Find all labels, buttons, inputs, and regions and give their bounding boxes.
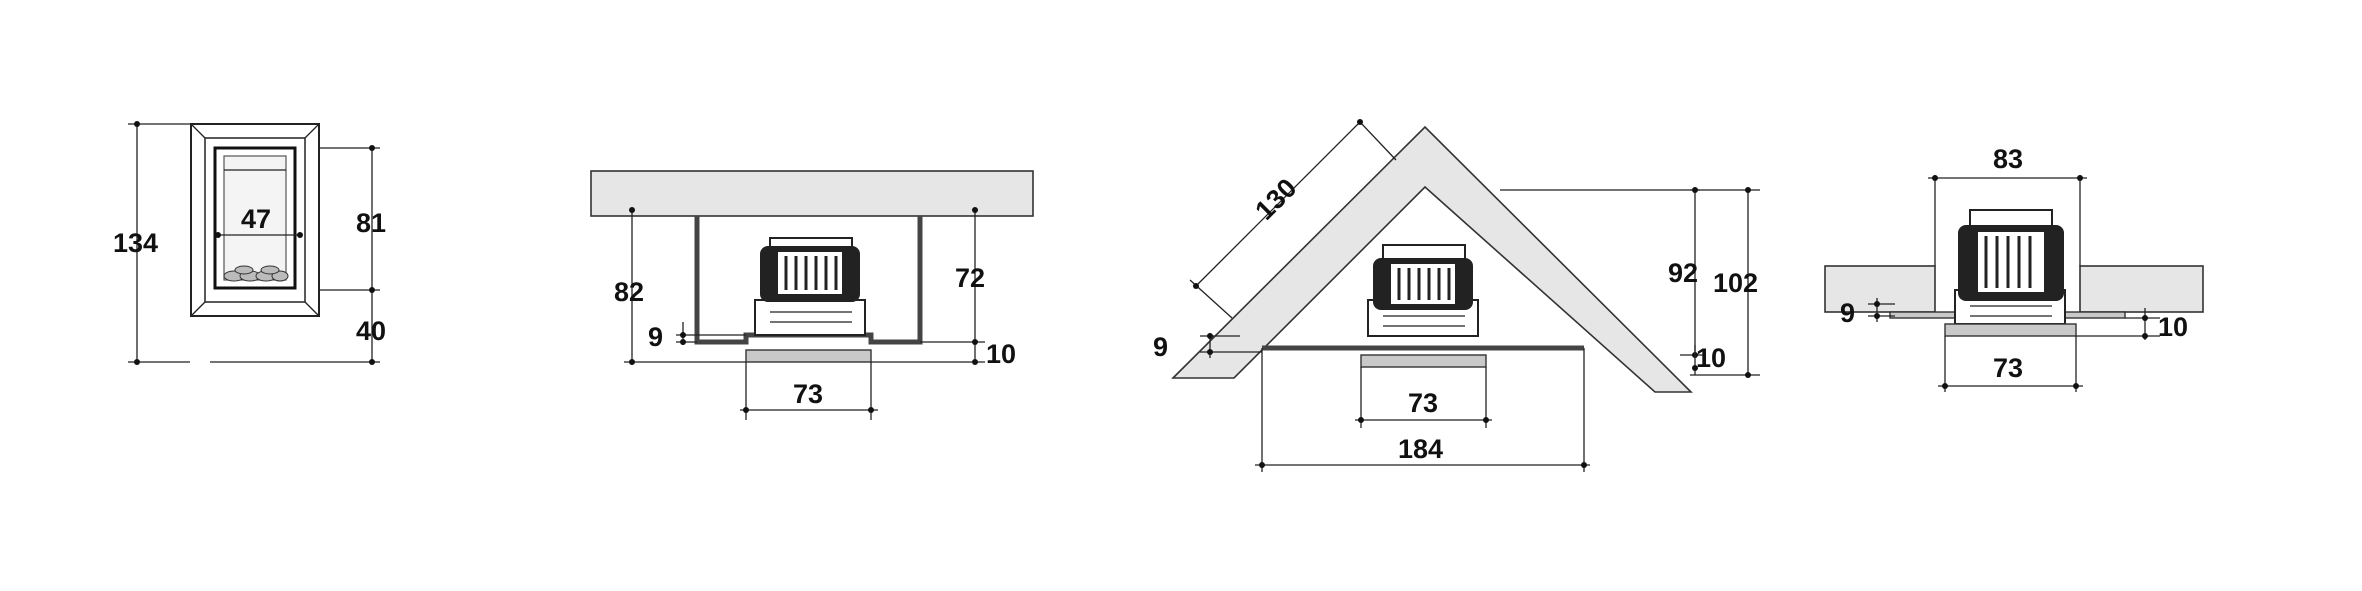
- wall-beam: [590, 170, 1034, 217]
- wall-label-10: 10: [986, 339, 1016, 369]
- flush-label-10: 10: [2158, 312, 2188, 342]
- front-bevel: [190, 123, 206, 139]
- corner-label-184: 184: [1398, 434, 1443, 464]
- corner-label-130: 130: [1249, 173, 1302, 226]
- front-label-81: 81: [356, 208, 386, 238]
- wall-plate: [745, 349, 872, 363]
- corner-label-9: 9: [1153, 332, 1168, 362]
- flush-plate-right: [2064, 311, 2126, 319]
- front-view: 134 47 81 40: [113, 121, 386, 365]
- flush-wall-right: [2079, 265, 2204, 313]
- wall-label-72: 72: [955, 263, 985, 293]
- corner-wall: [1171, 125, 1693, 393]
- flush-label-9: 9: [1840, 298, 1855, 328]
- front-logs: [223, 265, 289, 282]
- wall-label-82: 82: [614, 277, 644, 307]
- flush-view: 83 9 10 73: [1824, 144, 2204, 392]
- corner-label-102: 102: [1713, 268, 1758, 298]
- flush-stove: [1954, 209, 2066, 325]
- flush-label-83: 83: [1993, 144, 2023, 174]
- corner-label-73: 73: [1408, 388, 1438, 418]
- flush-main-plate: [1944, 323, 2077, 337]
- wall-label-9: 9: [648, 322, 663, 352]
- corner-stove: [1367, 244, 1479, 337]
- front-label-134: 134: [113, 228, 158, 258]
- front-label-47: 47: [241, 204, 271, 234]
- corner-label-92: 92: [1668, 258, 1698, 288]
- wall-view: 82 72 9 10 73: [590, 170, 1034, 420]
- front-label-40: 40: [356, 316, 386, 346]
- corner-label-10: 10: [1696, 343, 1726, 373]
- wall-label-73: 73: [793, 379, 823, 409]
- corner-view: 130 92 102 9 10 73 184: [1153, 119, 1760, 472]
- flush-label-73: 73: [1993, 353, 2023, 383]
- flush-plate-left: [1889, 311, 1956, 319]
- wall-stove: [754, 237, 866, 336]
- corner-plate: [1360, 354, 1487, 368]
